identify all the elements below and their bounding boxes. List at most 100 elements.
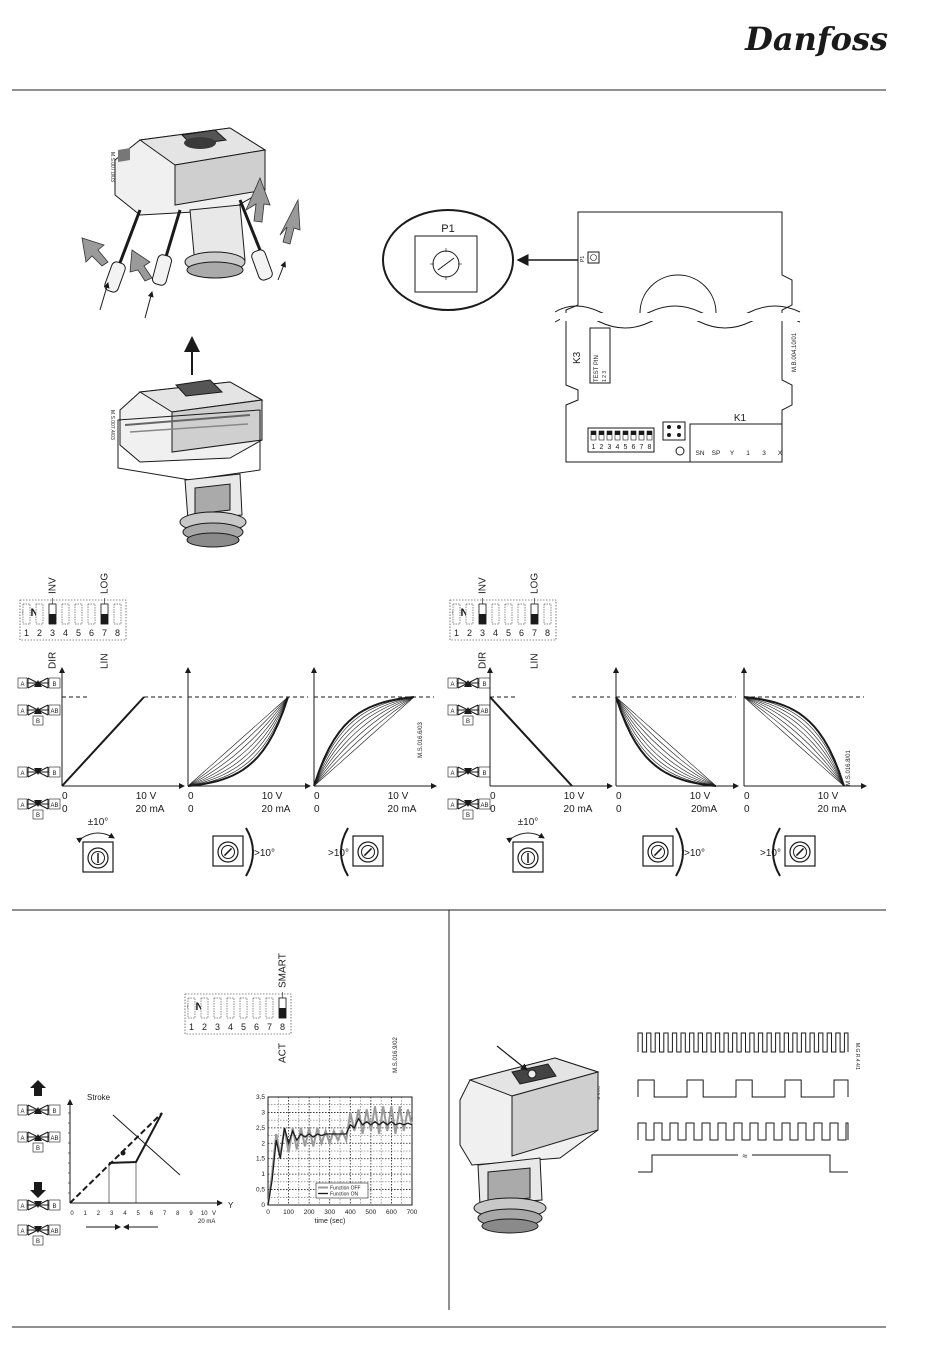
dip-top-label: SMART: [278, 953, 289, 988]
rotation-label-right: >10°: [684, 848, 705, 859]
dip-switch-slot: [113, 603, 122, 625]
family-curve: [187, 696, 289, 787]
terminal-label: X: [778, 450, 783, 457]
axis-20ma: 20 mA: [818, 804, 847, 815]
family-curve: [743, 696, 845, 787]
dip-switch-slot: [252, 997, 261, 1019]
dip-switch-slot: [239, 997, 248, 1019]
axis-zero-v: 0: [744, 791, 750, 802]
dip-switch-slot: [543, 603, 552, 625]
y-tick-label: 0,5: [256, 1187, 265, 1194]
figure-id-actuator-removal: M.S.007.0/03: [109, 152, 115, 182]
pot-small-label: P1: [580, 256, 586, 262]
legend-label: Function OFF: [330, 1186, 361, 1192]
figure-id-led-patterns: M.G.R.4.4/1: [854, 1043, 860, 1070]
led-patterns: ≈: [637, 1032, 849, 1173]
y-tick-label: 1: [261, 1171, 265, 1178]
family-curve: [615, 696, 717, 787]
valve-port-b: B: [36, 1146, 40, 1152]
figure-id-chart-left: M.S.016.6/03: [418, 721, 424, 757]
dip-number: 6: [254, 1022, 259, 1032]
valve-port-a: A: [20, 682, 24, 688]
axis-10v: 10 V: [136, 791, 157, 802]
dip-top-label: LOG: [100, 573, 111, 594]
dip-switch-left: ON12345678INVLOGDIRLIN: [19, 573, 127, 669]
valve-port-a: A: [20, 803, 24, 809]
series-line-function-on: [267, 1117, 413, 1206]
dip-switch-knob: [49, 614, 56, 624]
dip-switch-knob: [101, 614, 108, 624]
pcb-switch-knob: [599, 431, 604, 435]
pcb-switch-number: 2: [600, 444, 604, 451]
dip-number: 2: [37, 628, 42, 638]
valve-port-ab: AB: [480, 803, 488, 809]
pcb-switch-number: 1: [592, 444, 596, 451]
family-curve: [615, 696, 717, 787]
actuator-removal-illustration: [81, 127, 301, 319]
dip-switch-knob: [479, 614, 486, 624]
x-axis-label: time (sec): [315, 1218, 346, 1225]
stroke-reference-line: [69, 1112, 163, 1204]
dip-bottom-label: LIN: [100, 653, 111, 669]
terminal-label: Y: [730, 450, 735, 457]
x-tick-label: 100: [283, 1209, 294, 1216]
dip-switch-slot: [452, 603, 461, 625]
led-pattern-slow: [637, 1079, 849, 1098]
dip-switch-slot: [35, 603, 44, 625]
y-tick-label: 2,5: [256, 1125, 265, 1132]
family-curve: [313, 696, 415, 787]
dip-switch-smart: ON12345678SMARTACT: [184, 953, 292, 1063]
axis-zero-v: 0: [314, 791, 320, 802]
y-tick-label: 3: [261, 1109, 265, 1116]
axis-zero-v: 0: [188, 791, 194, 802]
family-curve: [187, 696, 289, 787]
stroke-x-tick: 5: [136, 1211, 140, 1217]
dip-number: 8: [115, 628, 120, 638]
axis-20ma: 20 mA: [388, 804, 417, 815]
valve-port-ab: AB: [50, 803, 58, 809]
dip-switch-slot: [491, 603, 500, 625]
dip-number: 4: [228, 1022, 233, 1032]
terminal-label: SP: [712, 450, 721, 457]
family-curve: [743, 696, 845, 787]
dip-number: 4: [493, 628, 498, 638]
dip-switch-slot: [517, 603, 526, 625]
dip-bottom-label: LIN: [530, 653, 541, 669]
stroke-x-tick: 0: [70, 1211, 74, 1217]
dip-top-label: INV: [48, 577, 59, 594]
stroke-x-tick: 7: [163, 1211, 167, 1217]
dip-switch-right: ON12345678INVLOGDIRLIN: [449, 573, 557, 669]
x-tick-label: 500: [365, 1209, 376, 1216]
dip-bottom-label: DIR: [478, 652, 489, 669]
valve-port-b: B: [36, 719, 40, 725]
main-curve: [743, 696, 845, 787]
legend-label: Function ON: [330, 1192, 358, 1198]
potentiometer-knob: ±10°: [506, 817, 545, 873]
dip-number: 3: [215, 1022, 220, 1032]
legend-box: [315, 1182, 369, 1199]
dip-number: 8: [280, 1022, 285, 1032]
x-tick-label: 600: [386, 1209, 397, 1216]
valve-port-b: B: [466, 719, 470, 725]
figure-id-smart-chart: M.S.016.9/02: [393, 1036, 399, 1072]
potentiometer-knobs: ±10°>10°>10°±10°>10°>10°: [76, 817, 816, 877]
connector-k3-label: K3: [572, 351, 583, 364]
family-curve: [743, 696, 845, 787]
axis-zero-v: 0: [490, 791, 496, 802]
family-curve: [313, 696, 415, 787]
dip-number: 3: [480, 628, 485, 638]
pcb-switch-number: 3: [608, 444, 612, 451]
terminal-label: SN: [695, 450, 704, 457]
axis-10v: 10 V: [818, 791, 839, 802]
pcb-switch-knob: [647, 431, 652, 435]
axis-10v: 10 V: [262, 791, 283, 802]
family-curve: [187, 696, 289, 787]
valve-port-ab: AB: [480, 709, 488, 715]
x-tick-label: 300: [324, 1209, 335, 1216]
valve-port-b: B: [36, 813, 40, 819]
dip-number: 3: [50, 628, 55, 638]
